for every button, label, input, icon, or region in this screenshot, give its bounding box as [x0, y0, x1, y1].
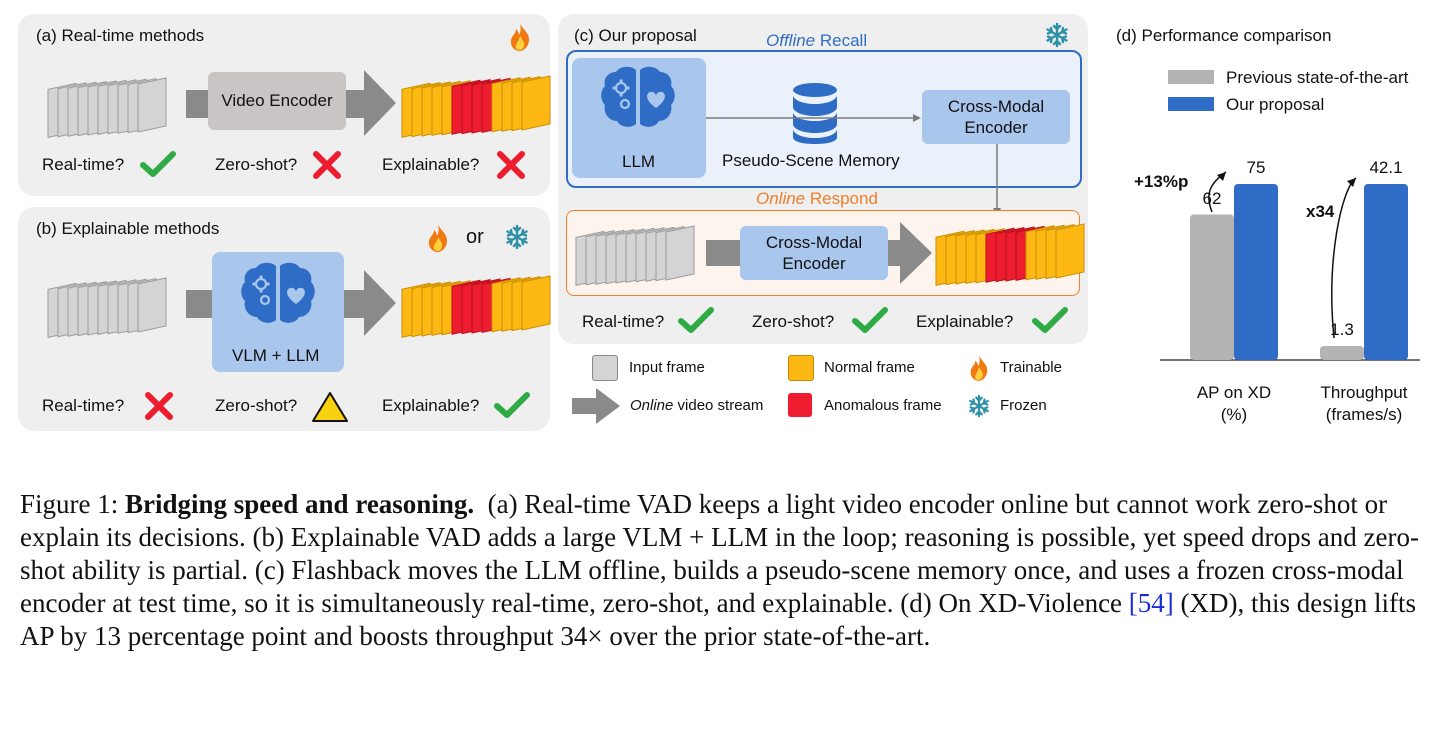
legend-previous-swatch	[1168, 70, 1214, 84]
output-frames-c	[935, 223, 1085, 286]
frame	[1055, 223, 1085, 279]
check-icon	[1032, 307, 1068, 333]
explainable-label-a: Explainable?	[382, 155, 480, 174]
legend-ours-swatch	[1168, 97, 1214, 111]
caption-text-2: (XD), this design lifts AP by 13 percent…	[20, 588, 1417, 651]
frame	[665, 225, 695, 281]
improvement-arrowhead	[1217, 172, 1226, 181]
frame	[521, 75, 551, 131]
figure-caption: Figure 1: Bridging speed and reasoning. …	[20, 488, 1440, 653]
fire-icon	[970, 355, 988, 381]
bar	[1364, 184, 1408, 360]
llm-label: LLM	[622, 152, 656, 171]
arrow-b	[186, 270, 396, 336]
legend-previous-label: Previous state-of-the-art	[1226, 68, 1409, 87]
vlm-llm-label: VLM + LLM	[232, 346, 320, 365]
legend-normal-label: Normal frame	[824, 359, 915, 376]
fire-icon	[428, 224, 448, 252]
vlm-llm-box	[212, 252, 344, 372]
input-frames-a	[47, 77, 167, 139]
frame	[521, 275, 551, 331]
caption-label: Figure 1:	[20, 489, 125, 519]
legend-anomalous-label: Anomalous frame	[824, 397, 942, 414]
brain-icon	[241, 262, 315, 323]
legend-anomalous-swatch	[788, 393, 812, 417]
bar	[1320, 346, 1364, 360]
snowflake-icon	[506, 224, 528, 250]
panel-a-title: (a) Real-time methods	[36, 26, 205, 45]
realtime-label-b: Real-time?	[42, 396, 125, 415]
legend-normal-swatch	[788, 355, 814, 381]
input-frames-b	[47, 277, 167, 339]
explainable-label-b: Explainable?	[382, 396, 480, 415]
explainable-label-c: Explainable?	[916, 312, 1014, 331]
bar	[1234, 184, 1278, 360]
panel-c-title: (c) Our proposal	[574, 26, 697, 45]
improvement-arrow	[1331, 177, 1357, 339]
bar-value-label: 42.1	[1369, 158, 1403, 177]
snowflake-icon	[969, 394, 989, 418]
zeroshot-label-b: Zero-shot?	[215, 396, 298, 415]
cross-icon	[145, 392, 173, 420]
video-encoder-box: Video Encoder	[208, 72, 346, 130]
realtime-label-c: Real-time?	[582, 312, 665, 331]
llm-to-encoder-line	[706, 114, 921, 122]
fire-icon	[510, 23, 530, 51]
arrow-a	[186, 70, 396, 136]
frame	[137, 277, 167, 333]
improvement-annotation: +13%p	[1134, 172, 1189, 191]
zeroshot-label-c: Zero-shot?	[752, 312, 835, 331]
cross-modal-encoder-bottom: Cross-Modal Encoder	[740, 226, 888, 280]
database-icon	[793, 83, 837, 144]
realtime-label-a: Real-time?	[42, 155, 125, 174]
bar-chart	[1160, 171, 1420, 361]
bar-value-label: 1.3	[1330, 320, 1354, 339]
output-frames-b	[401, 275, 551, 338]
bar-value-label: 75	[1246, 158, 1266, 177]
zeroshot-label-a: Zero-shot?	[215, 155, 298, 174]
improvement-annotation: x34	[1306, 202, 1335, 221]
bar	[1190, 214, 1234, 360]
frame	[137, 77, 167, 133]
llm-box	[572, 58, 706, 178]
offline-recall-title: Offline Recall	[766, 31, 868, 50]
online-respond-title: Online Respond	[756, 189, 878, 208]
legend-stream-label: Online video stream	[630, 397, 764, 414]
legend-stream-arrow	[572, 388, 620, 424]
cross-icon	[497, 151, 525, 179]
panel-b-title: (b) Explainable methods	[36, 219, 220, 238]
warning-triangle-icon	[312, 392, 348, 422]
citation-link[interactable]: [54]	[1128, 588, 1174, 618]
arrow-c	[706, 222, 932, 284]
brain-icon	[601, 66, 675, 127]
chart-title: (d) Performance comparison	[1116, 26, 1332, 45]
snowflake-icon	[1046, 22, 1068, 48]
check-icon	[140, 151, 176, 177]
memory-label: Pseudo-Scene Memory	[722, 151, 900, 170]
caption-bold: Bridging speed and reasoning.	[125, 489, 475, 519]
check-icon	[494, 392, 530, 418]
output-frames-a	[401, 75, 551, 138]
input-frames-c	[575, 225, 695, 287]
legend-input-label: Input frame	[629, 359, 705, 376]
x-tick-label: Throughput(frames/s)	[1320, 383, 1408, 424]
encoder-down-line	[993, 144, 1001, 216]
caption-text-1: (a) Real-time VAD keeps a light video en…	[20, 489, 1419, 618]
or-label: or	[466, 226, 484, 248]
check-icon	[678, 307, 714, 333]
bar-value-label: 62	[1202, 188, 1222, 208]
check-icon	[852, 307, 888, 333]
improvement-arrowhead	[1347, 178, 1356, 187]
legend-ours-label: Our proposal	[1226, 95, 1325, 114]
legend-input-swatch	[592, 355, 618, 381]
cross-modal-encoder-top: Cross-Modal Encoder	[922, 90, 1070, 144]
legend-frozen-label: Frozen	[1000, 397, 1047, 414]
cross-icon	[313, 151, 341, 179]
legend-trainable-label: Trainable	[1000, 359, 1062, 376]
x-tick-label: AP on XD(%)	[1196, 383, 1272, 424]
